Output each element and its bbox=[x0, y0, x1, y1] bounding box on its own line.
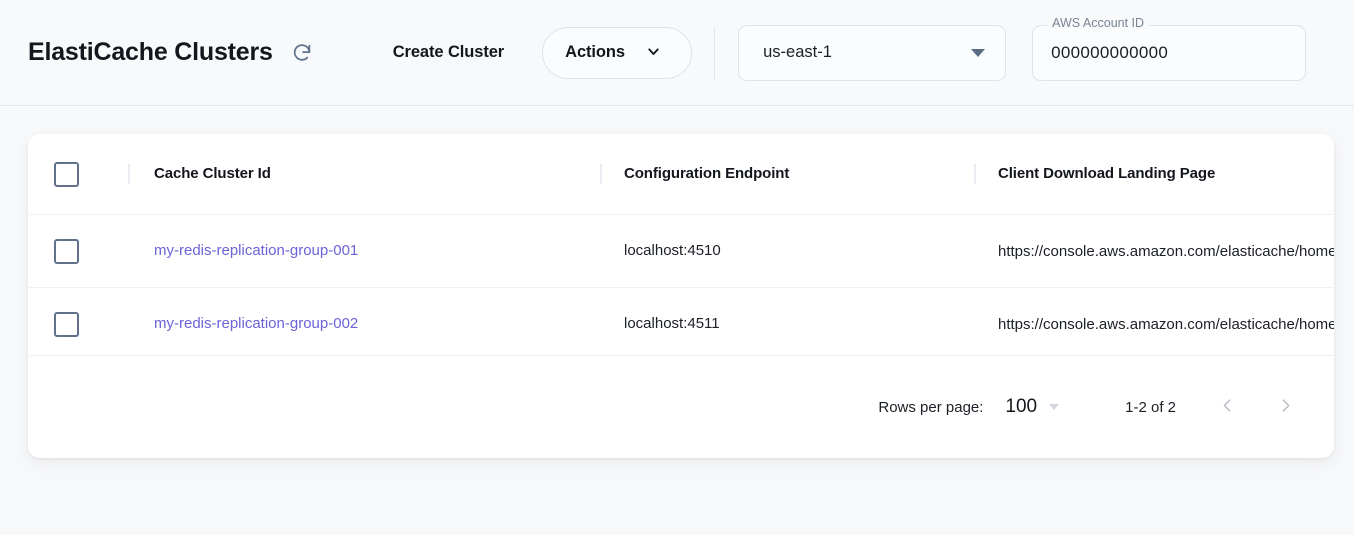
aws-account-id-value: 000000000000 bbox=[1051, 42, 1169, 62]
chevron-left-icon bbox=[1219, 397, 1236, 417]
select-all-cell bbox=[54, 161, 128, 187]
select-all-checkbox[interactable] bbox=[54, 161, 79, 187]
aws-account-id-field[interactable]: AWS Account ID 000000000000 bbox=[1032, 16, 1307, 81]
refresh-button[interactable] bbox=[287, 38, 317, 68]
column-divider bbox=[974, 164, 976, 184]
actions-button[interactable]: Actions bbox=[542, 26, 693, 79]
column-header-client-download-landing-page: Client Download Landing Page bbox=[998, 165, 1216, 182]
cluster-id-link[interactable]: my-redis-replication-group-002 bbox=[154, 315, 359, 332]
create-cluster-button[interactable]: Create Cluster bbox=[389, 35, 508, 70]
aws-account-id-label: AWS Account ID bbox=[1047, 16, 1150, 29]
rows-per-page-select[interactable]: 100 bbox=[1005, 396, 1060, 418]
previous-page-button[interactable] bbox=[1210, 390, 1244, 424]
row-checkbox[interactable] bbox=[54, 311, 79, 337]
table-row: my-redis-replication-group-001 localhost… bbox=[28, 214, 1334, 287]
app-header: ElastiCache Clusters Create Cluster Acti… bbox=[0, 0, 1354, 106]
pagination-bar: Rows per page: 100 1-2 of 2 bbox=[28, 355, 1334, 458]
page-title: ElastiCache Clusters bbox=[28, 38, 273, 66]
configuration-endpoint-value: localhost:4510 bbox=[624, 242, 721, 259]
region-select[interactable]: us-east-1 bbox=[738, 24, 1007, 81]
caret-down-icon bbox=[1049, 404, 1060, 410]
column-divider bbox=[128, 164, 130, 184]
client-download-landing-page-value: https://console.aws.amazon.com/elasticac… bbox=[998, 315, 1334, 333]
rows-per-page-label: Rows per page: bbox=[878, 398, 984, 416]
next-page-button[interactable] bbox=[1268, 390, 1302, 424]
chevron-down-icon bbox=[645, 43, 662, 63]
row-select-cell bbox=[54, 311, 128, 337]
actions-button-label: Actions bbox=[565, 43, 625, 61]
refresh-icon bbox=[291, 42, 313, 64]
pagination-range: 1-2 of 2 bbox=[1125, 398, 1176, 416]
chevron-right-icon bbox=[1277, 397, 1294, 417]
client-download-landing-page-value: https://console.aws.amazon.com/elasticac… bbox=[998, 242, 1334, 260]
region-select-value: us-east-1 bbox=[763, 43, 832, 61]
configuration-endpoint-value: localhost:4511 bbox=[624, 315, 720, 332]
rows-per-page-value: 100 bbox=[1005, 396, 1038, 417]
cluster-id-link[interactable]: my-redis-replication-group-001 bbox=[154, 242, 359, 259]
table-row: my-redis-replication-group-002 localhost… bbox=[28, 287, 1334, 360]
table-header-row: Cache Cluster Id Configuration Endpoint … bbox=[28, 134, 1334, 214]
row-select-cell bbox=[54, 238, 128, 264]
column-header-configuration-endpoint: Configuration Endpoint bbox=[624, 165, 790, 182]
clusters-table-card: Cache Cluster Id Configuration Endpoint … bbox=[28, 134, 1334, 458]
column-divider bbox=[600, 164, 602, 184]
caret-down-icon bbox=[971, 48, 986, 57]
header-divider bbox=[714, 25, 716, 80]
column-header-cache-cluster-id: Cache Cluster Id bbox=[154, 165, 271, 182]
row-checkbox[interactable] bbox=[54, 238, 79, 264]
